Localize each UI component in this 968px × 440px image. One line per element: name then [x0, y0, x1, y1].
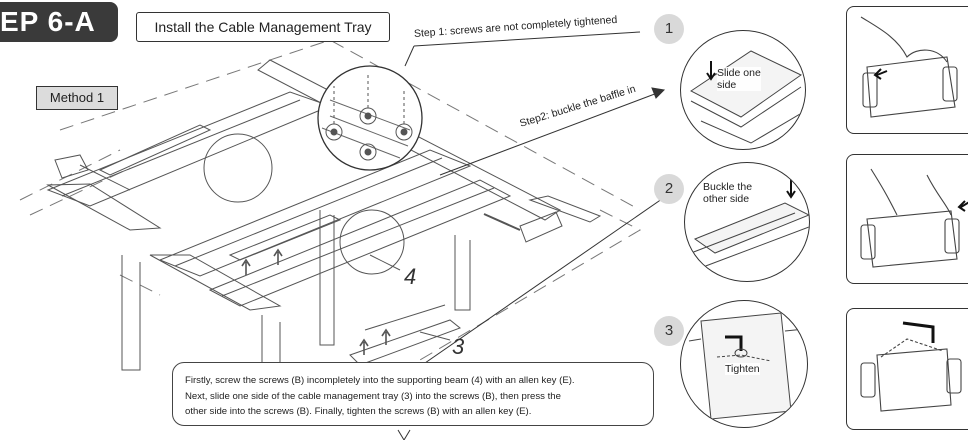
part-number-beam: 4: [404, 264, 417, 289]
instruction-line: Firstly, screw the screws (B) incomplete…: [185, 375, 575, 386]
photo-panel-slide: [846, 6, 968, 134]
step-number-2: 2: [654, 174, 684, 204]
step3-label: Tighten: [725, 363, 760, 375]
step-number-1: 1: [654, 14, 684, 44]
step-badge: EP 6-A: [0, 2, 118, 42]
instruction-line: other side into the screws (B). Finally,…: [185, 406, 532, 417]
photo-panel-buckle: [846, 154, 968, 284]
instruction-line: Next, slide one side of the cable manage…: [185, 390, 561, 402]
part-number-tray: 3: [452, 334, 465, 359]
photo-panel-tighten: [846, 308, 968, 430]
instructions-box: Firstly, screw the screws (B) incomplete…: [172, 362, 654, 426]
method-label: Method 1: [36, 86, 118, 110]
detail-circle-tighten: Tighten: [680, 300, 808, 428]
page-title: Install the Cable Management Tray: [136, 12, 390, 42]
step-number-3: 3: [654, 316, 684, 346]
